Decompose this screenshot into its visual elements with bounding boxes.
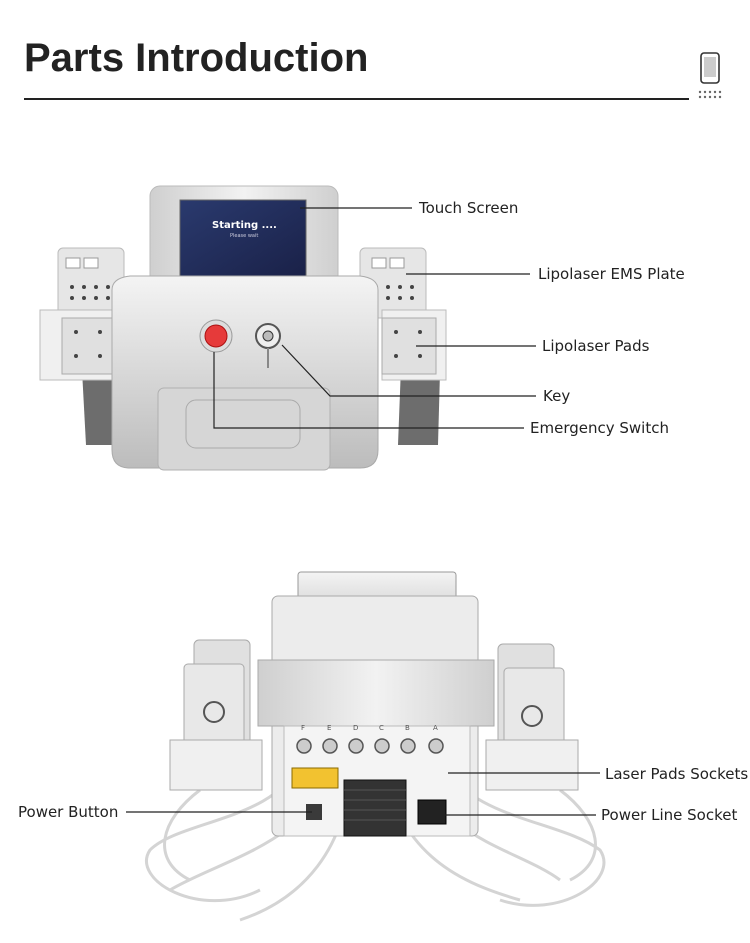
socket-letter: F [301, 724, 306, 732]
socket-letter: E [327, 724, 332, 732]
title-divider [24, 98, 689, 100]
screen-subtext: Please wait [230, 233, 259, 239]
screen-status-text: Starting .... [212, 220, 277, 231]
label-power-line-socket: Power Line Socket [601, 806, 738, 824]
socket-letter: B [405, 724, 410, 732]
socket-letter: A [433, 724, 438, 732]
label-power-button: Power Button [18, 803, 119, 821]
socket-letter: D [353, 724, 359, 732]
label-emergency-switch: Emergency Switch [530, 419, 669, 437]
label-key: Key [543, 387, 571, 405]
page-title: Parts Introduction [24, 36, 369, 80]
socket-letter: C [379, 724, 384, 732]
label-laser-pads-sockets: Laser Pads Sockets [605, 765, 749, 783]
label-touch-screen: Touch Screen [419, 199, 519, 217]
label-lipolaser-pads: Lipolaser Pads [542, 337, 650, 355]
smartphone-icon [698, 52, 722, 99]
label-ems-plate: Lipolaser EMS Plate [538, 265, 685, 283]
